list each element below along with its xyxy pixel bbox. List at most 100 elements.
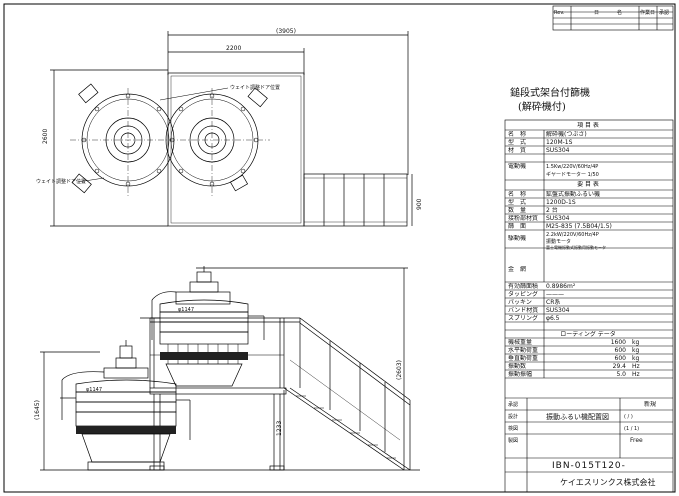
spec-b-value: M25-835 (7.5B04/1.5): [546, 223, 612, 230]
spec-a-value: ギヤードモーター 1/50: [546, 172, 599, 178]
loading-label: 垂直動荷重: [508, 355, 539, 362]
spec-b-value: 2.2kW/220V/60Hz/4P: [546, 232, 599, 238]
spec-b-label: スプリング: [508, 315, 539, 322]
spec-b-label: タッピング: [508, 291, 539, 298]
spec-b-label: 金 網: [508, 266, 527, 273]
dim-width: 2200: [226, 45, 242, 52]
loading-unit: Hz: [632, 363, 640, 370]
tb-designed: 設計: [508, 414, 519, 420]
loading-heading: ローディング データ: [560, 331, 616, 338]
tb-drawing-name: 振動ふるい機配置図: [546, 413, 609, 421]
dim-overall: (3905): [276, 28, 296, 35]
dim-platform-height: 1233: [276, 420, 283, 436]
motor-right-upper: [247, 87, 268, 108]
drawing-title: 鎚段式架台付篩機: [510, 88, 590, 99]
loading-value: 600: [614, 355, 626, 362]
rev-header-rev: Rev.: [554, 10, 565, 16]
upper-sifter-lid: [159, 299, 249, 313]
loading-unit: Hz: [632, 371, 640, 378]
plan-view: [50, 31, 413, 227]
loading-value: 1600: [610, 339, 626, 346]
spec-b-value: ———: [546, 291, 564, 298]
loading-value: 5.0: [616, 371, 626, 378]
tb-tolerance: Free: [630, 437, 643, 444]
dim-lower-height: (1645): [34, 400, 41, 420]
spec-b-value: φ6.5: [546, 315, 560, 322]
spec-b-value: 2 台: [546, 207, 558, 214]
drawing-subtitle: (解砕機付): [518, 102, 566, 113]
loading-unit: kg: [632, 339, 640, 346]
loading-unit: kg: [632, 347, 640, 354]
loading-value: 29.4: [612, 363, 626, 370]
tb-scale-a: ( / ): [624, 414, 633, 420]
tb-checked: 検図: [508, 426, 519, 432]
lower-sifter-deck: [75, 411, 177, 427]
dim-dia-lower: φ1147: [86, 387, 103, 393]
spec-a-heading: 項 目 表: [577, 122, 599, 129]
spec-b-label: 有効篩面積: [508, 283, 539, 290]
upper-sifter-deck: [159, 331, 249, 345]
tb-scale-b: (1 / 1): [624, 426, 640, 432]
lower-spring-row: [76, 426, 176, 434]
rev-header-name: 名: [617, 10, 623, 16]
weight-door-label-upper: ウェイト調整ドア位置: [230, 85, 281, 91]
lower-crusher-body: [103, 367, 149, 379]
spec-b-value: SUS304: [546, 215, 570, 222]
spec-a-label: 型 式: [508, 139, 527, 146]
upper-crusher-hopper: [189, 281, 219, 293]
dim-dia-upper: φ1147: [178, 307, 195, 313]
lower-base-cone: [81, 433, 171, 463]
spec-b-value: 1200D-1S: [546, 199, 576, 206]
spec-b-value: 0.8986m²: [546, 283, 576, 290]
revision-block: [552, 5, 674, 31]
loading-unit: kg: [632, 355, 640, 362]
loading-label: 機械重量: [508, 339, 533, 346]
spec-b-value: CR系: [546, 299, 561, 306]
spec-a-label: 名 称: [508, 131, 527, 138]
loading-value: 600: [614, 347, 626, 354]
weight-door-label-lower: ウェイト調整ドア位置: [36, 179, 87, 185]
platform-outline: [167, 72, 305, 227]
spec-b-label: 駆動機: [508, 235, 527, 242]
spec-b-label: 名 称: [508, 191, 527, 198]
spec-b-heading: 要 目 表: [577, 181, 599, 188]
spec-b-value: 振動モータ: [546, 239, 572, 245]
dim-depth: 2600: [42, 128, 49, 144]
platform-deck: [149, 387, 287, 395]
spec-a-value: 解砕機(つぶさ): [546, 131, 587, 138]
tb-new: 新規: [644, 401, 657, 408]
sheet-border: [3, 3, 676, 493]
tb-drawing-no: IBN-015T120-: [552, 461, 626, 471]
spec-b-label: バンド材質: [508, 307, 539, 314]
dim-upper-height: (2603): [396, 360, 403, 380]
rev-header-date: 日: [594, 10, 600, 16]
tb-drawn: 製図: [508, 438, 519, 444]
spec-b-label: 接粉部材質: [508, 215, 539, 222]
lower-sifter-lid: [75, 379, 177, 393]
spec-b-value: 鉱盤式振動ふるい機: [546, 191, 601, 198]
tb-company: ケイエスリンクス株式会社: [560, 478, 656, 487]
stairs-plan: [303, 173, 408, 227]
spec-a-label: 材 質: [508, 147, 527, 154]
upper-crusher-body: [175, 291, 231, 305]
upper-base-cone: [165, 363, 243, 387]
tb-approved: 承認: [508, 402, 519, 408]
motor-left-upper: [78, 83, 99, 104]
spec-table-grid: [504, 119, 674, 493]
lower-crusher-hopper: [115, 357, 137, 369]
spec-b-label: 数 量: [508, 207, 527, 214]
spec-b-label: 型 式: [508, 199, 527, 206]
loading-label: 水平動荷重: [508, 347, 539, 354]
stair-handrail-top: [299, 317, 411, 401]
spec-b-label: パッキン: [508, 299, 532, 306]
stair-stringer: [283, 387, 405, 471]
loading-label: 振動振幅: [508, 371, 533, 378]
spec-b-value: SUS304: [546, 307, 570, 314]
spec-b-value: 富士電機振動式振動用振動モータ: [546, 245, 606, 250]
spec-b-label: 篩 面: [508, 223, 527, 230]
spec-a-value: 120M-1S: [546, 139, 573, 146]
spec-a-value: SUS304: [546, 147, 570, 154]
loading-label: 振動数: [508, 363, 527, 370]
